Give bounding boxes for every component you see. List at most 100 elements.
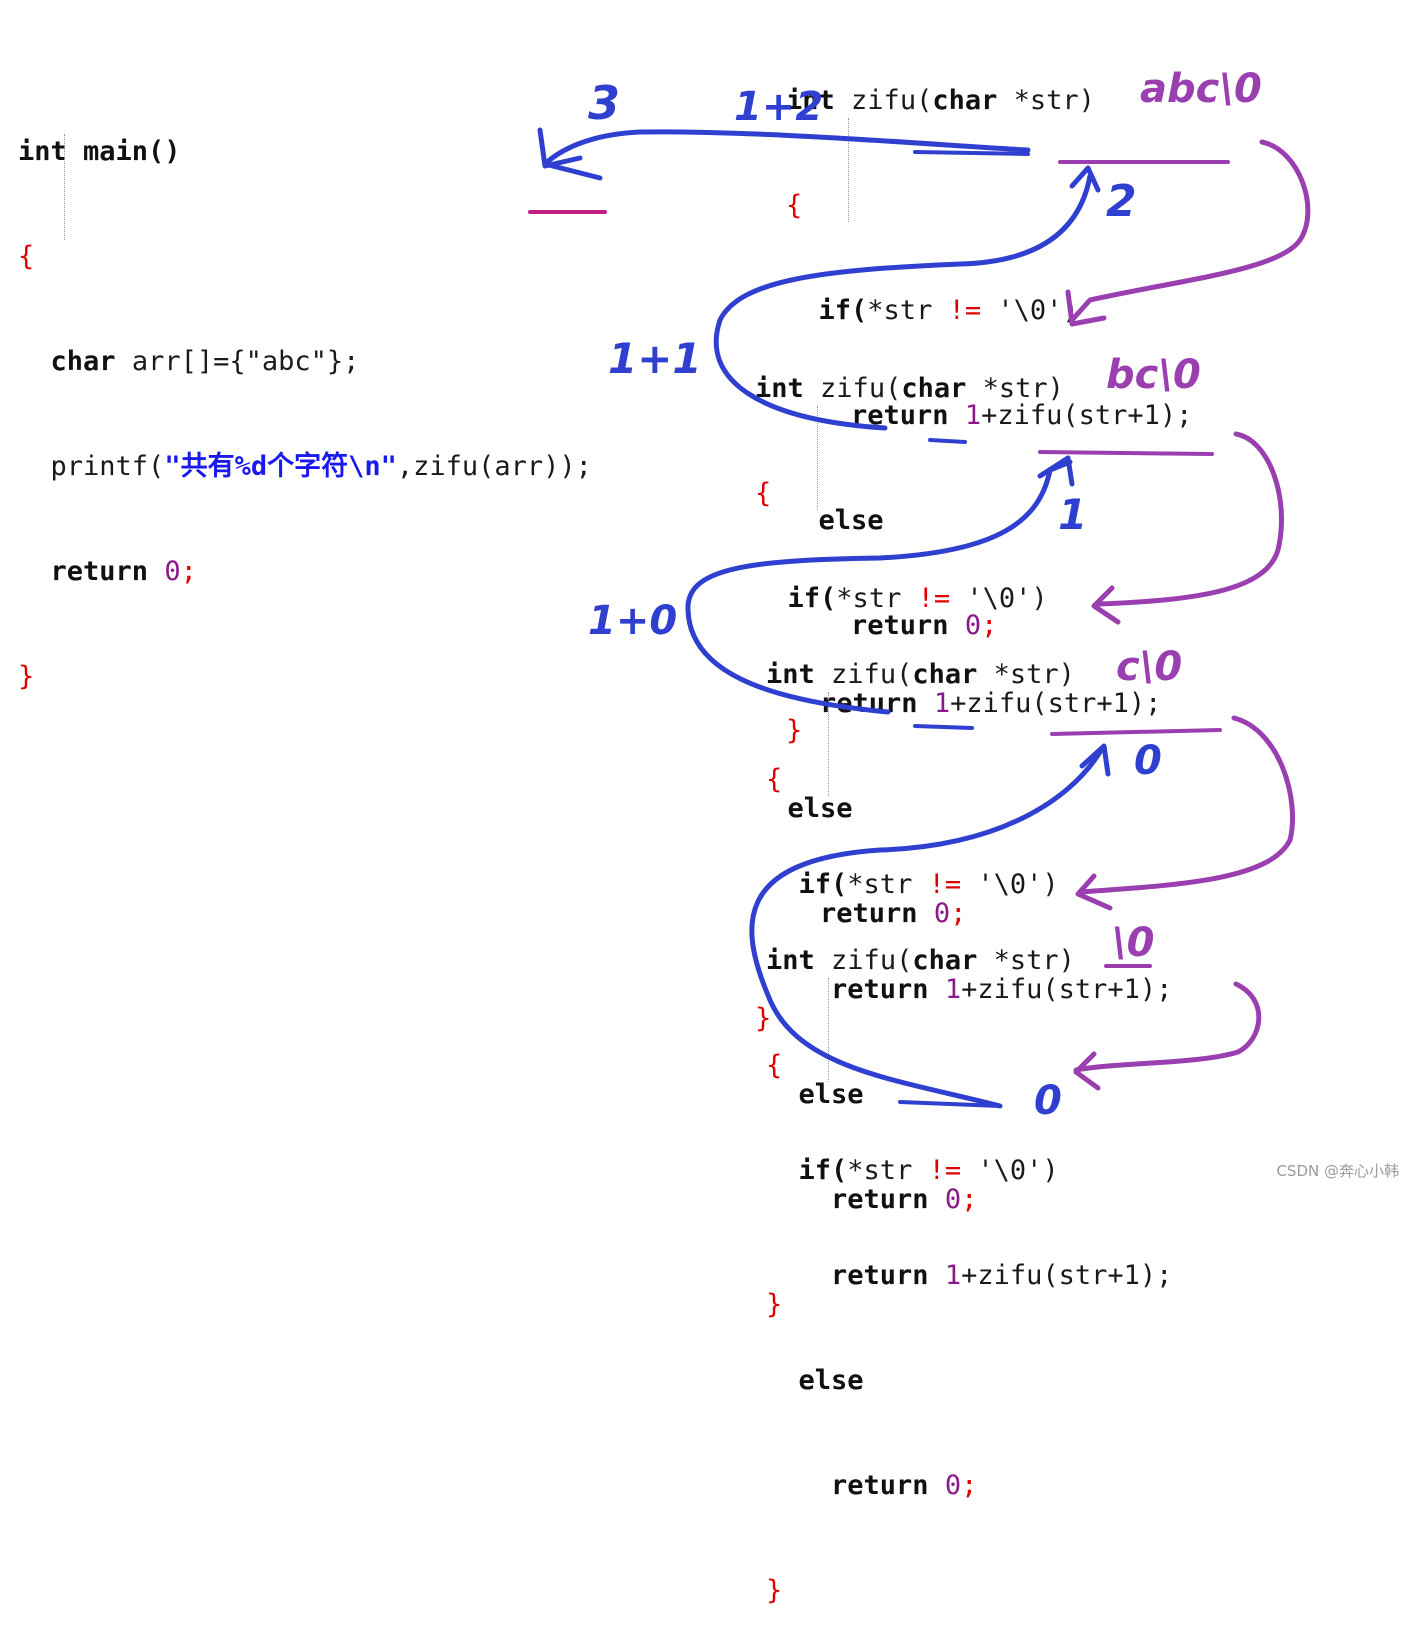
main-printf-args: ,zifu(arr)); xyxy=(396,451,592,482)
if-char: '\0') xyxy=(977,869,1059,900)
annotation-call3-string: c\0 xyxy=(1116,644,1183,690)
purple-underline-call-2 xyxy=(1038,450,1214,456)
else-keyword: else xyxy=(818,505,884,536)
return-keyword: return xyxy=(851,610,949,641)
if-keyword: if( xyxy=(787,583,837,614)
blue-underline-return-2 xyxy=(928,438,967,444)
annotation-call1-sum: 1+2 xyxy=(734,84,824,130)
if-op: != xyxy=(948,295,982,326)
annotation-call2-return-value: 1 xyxy=(1058,490,1088,539)
zifu-open-brace: { xyxy=(766,1050,783,1081)
zifu-signature: int zifu(char *str) xyxy=(786,83,1192,118)
main-arr-init: arr[]={"abc"}; xyxy=(131,346,360,377)
blue-return-path-frame3-to-2 xyxy=(685,459,1073,715)
zifu-frame-3: int zifu(char *str) { if(*str != '\0') r… xyxy=(766,587,1172,1357)
return-zero-value: 0 xyxy=(964,610,982,641)
annotation-call1-string: abc\0 xyxy=(1140,66,1262,112)
main-printf-line: printf("共有%d个字符\n",zifu(arr)); xyxy=(18,449,592,484)
return-recursive-call: +zifu(str+1); xyxy=(981,400,1193,431)
zifu-if-line: if(*str != '\0') xyxy=(766,867,1172,902)
zifu-indent-guide xyxy=(828,692,829,796)
if-char: '\0') xyxy=(997,295,1079,326)
annotation-call4-return-value: 0 xyxy=(1034,1078,1062,1124)
return-one: 1 xyxy=(933,688,951,719)
return-recursive-call: +zifu(str+1); xyxy=(961,974,1173,1005)
annotation-call2-sum: 1+1 xyxy=(608,334,702,383)
str-param: *str) xyxy=(1013,85,1095,116)
zifu-name: zifu( xyxy=(851,85,933,116)
annotation-call1-return-value: 2 xyxy=(1106,176,1137,227)
zifu-open-brace: { xyxy=(755,478,772,509)
return-one: 1 xyxy=(944,1260,962,1291)
annotation-call3-sum: 1+0 xyxy=(588,598,678,644)
zifu-open-brace: { xyxy=(786,190,803,221)
main-close-brace: } xyxy=(18,661,35,692)
zifu-return-recursive: return 1+zifu(str+1); xyxy=(766,972,1172,1007)
return-keyword: return xyxy=(831,1470,929,1501)
main-open-brace: { xyxy=(18,241,35,272)
int-keyword: int xyxy=(766,659,815,690)
main-arr-decl: char arr[]={"abc"}; xyxy=(18,344,592,379)
if-char: '\0') xyxy=(966,583,1048,614)
if-keyword: if( xyxy=(798,1155,848,1186)
purple-underline-call-3 xyxy=(1050,728,1222,736)
char-keyword: char xyxy=(901,373,967,404)
else-keyword: else xyxy=(787,793,853,824)
if-op: != xyxy=(928,869,962,900)
zifu-frame-1: int zifu(char *str) { if(*str != '\0') r… xyxy=(786,13,1192,783)
blue-underline-return-1 xyxy=(913,150,1030,156)
purple-arrow-head-3 xyxy=(1091,585,1121,625)
main-return-keyword: return xyxy=(50,556,149,587)
main-signature-text: int main() xyxy=(18,136,181,167)
zifu-return-zero: return 0; xyxy=(851,610,998,641)
zifu-frame-2: int zifu(char *str) { if(*str != '\0') r… xyxy=(755,301,1161,1071)
zifu-indent-guide xyxy=(817,406,818,510)
else-keyword: else xyxy=(798,1365,864,1396)
main-return-value: 0 xyxy=(164,556,181,587)
annotation-main-result: 3 xyxy=(588,76,621,130)
zifu-if-line: if(*str != '\0') xyxy=(766,1153,1172,1188)
blue-return-path-frame4-to-3 xyxy=(749,749,1103,1109)
zifu-indent-guide xyxy=(828,978,829,1082)
purple-call-path-3-to-4 xyxy=(1077,715,1295,895)
zifu-return-zero: return 0; xyxy=(820,898,967,929)
zifu-else-line: else xyxy=(786,503,1192,538)
blue-return-path-frame2-to-1 xyxy=(713,173,1093,431)
zifu-signature: int zifu(char *str) xyxy=(766,657,1172,692)
main-printf-format: "共有%d个字符\n" xyxy=(164,451,397,482)
zifu-if-line: if(*str != '\0') xyxy=(755,581,1161,616)
blue-underline-return-3 xyxy=(913,724,974,730)
return-zero-value: 0 xyxy=(944,1470,962,1501)
zifu-else-line: else xyxy=(766,1077,1172,1112)
main-return-line: return 0; xyxy=(50,556,197,587)
zifu-return-recursive: return 1+zifu(str+1); xyxy=(755,686,1161,721)
zifu-if-line: if(*str != '\0') xyxy=(786,293,1192,328)
if-keyword: if( xyxy=(798,869,848,900)
return-keyword: return xyxy=(820,898,918,929)
if-char: '\0') xyxy=(977,1155,1059,1186)
blue-return-path-to-main xyxy=(542,129,1031,181)
main-function-code: int main() { char arr[]={"abc"}; printf(… xyxy=(18,64,592,729)
blue-underline-return0-4 xyxy=(898,1100,1002,1108)
zifu-name: zifu( xyxy=(831,659,913,690)
return-keyword: return xyxy=(831,1260,929,1291)
zifu-indent-guide xyxy=(848,118,849,222)
return-zero-value: 0 xyxy=(933,898,951,929)
if-op: != xyxy=(928,1155,962,1186)
int-keyword: int xyxy=(766,945,815,976)
main-printf-fn: printf( xyxy=(50,451,165,482)
main-char-keyword: char xyxy=(50,346,116,377)
purple-arrow-head-return0 xyxy=(1073,1051,1101,1091)
str-param: *str) xyxy=(982,373,1064,404)
main-indent-guide xyxy=(64,134,65,240)
char-keyword: char xyxy=(912,659,978,690)
purple-call-path-1-to-2 xyxy=(1069,139,1311,323)
main-signature: int main() xyxy=(18,134,592,169)
zifu-signature: int zifu(char *str) xyxy=(766,943,1172,978)
int-keyword: int xyxy=(786,85,835,116)
return-keyword: return xyxy=(831,974,929,1005)
char-keyword: char xyxy=(932,85,998,116)
purple-arrow-head-4 xyxy=(1075,873,1113,911)
char-keyword: char xyxy=(912,945,978,976)
blue-arrow-head-2 xyxy=(1037,455,1075,487)
